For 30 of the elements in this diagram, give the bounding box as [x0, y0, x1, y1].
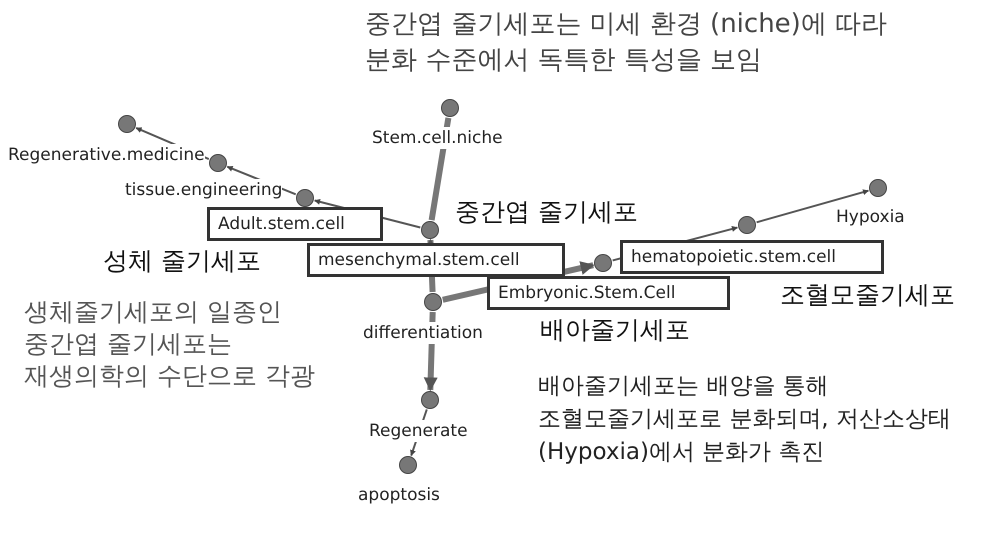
top-note: 중간엽 줄기세포는 미세 환경 (niche)에 따라 분화 수준에서 독특한 특성을 보임 [365, 8, 888, 77]
highlighted-node-label: mesenchymal.stem.cell [307, 243, 565, 277]
node-circle [118, 115, 136, 133]
arrow [756, 189, 869, 224]
group-label: 배아줄기세포 [540, 315, 690, 345]
node-circle [421, 221, 439, 239]
highlighted-node-label: Embryonic.Stem.Cell [487, 276, 730, 310]
node-circle [424, 293, 442, 311]
highlighted-node-label: hematopoietic.stem.cell [620, 240, 884, 274]
node-label: Stem.cell.niche [372, 127, 503, 149]
node-label: Regenerative.medicine [8, 144, 205, 166]
node-circle [399, 456, 417, 474]
group-label: 성체 줄기세포 [103, 246, 261, 276]
node-circle [421, 391, 439, 409]
highlighted-node-label: Adult.stem.cell [207, 207, 383, 241]
node-label: Regenerate [369, 420, 468, 442]
node-circle [594, 254, 612, 272]
node-label: tissue.engineering [125, 179, 282, 201]
group-label: 중간엽 줄기세포 [455, 197, 638, 227]
node-label: Hypoxia [836, 206, 905, 228]
node-circle [209, 154, 227, 172]
node-circle [441, 99, 459, 117]
node-circle [296, 189, 314, 207]
node-circle [738, 216, 756, 234]
note-text: 배아줄기세포는 배양을 통해 조혈모줄기세포로 분화되며, 저산소상태(Hypoxia)에서 분화가 촉진 [538, 372, 952, 467]
group-label: 조혈모줄기세포 [780, 280, 955, 310]
node-label: apoptosis [358, 484, 440, 506]
note-text: 생체줄기세포의 일종인 중간엽 줄기세포는 재생의학의 수단으로 각광 [24, 296, 316, 392]
node-circle [869, 179, 887, 197]
node-label: differentiation [363, 322, 483, 344]
